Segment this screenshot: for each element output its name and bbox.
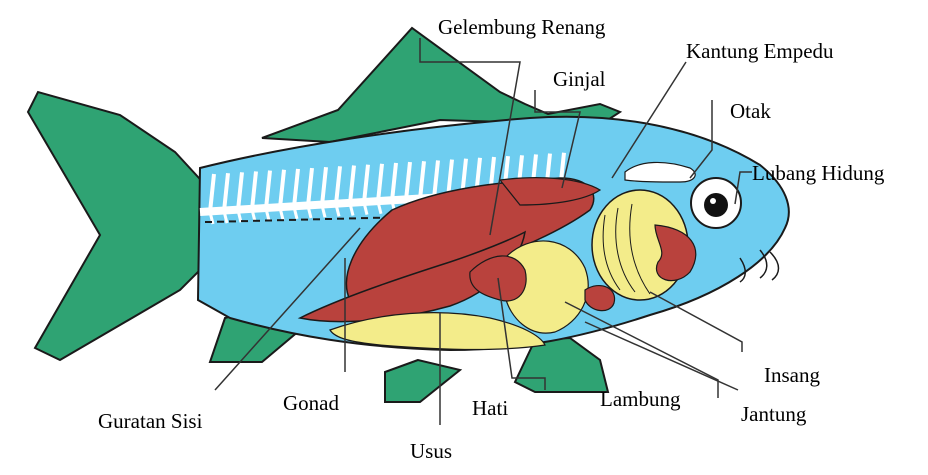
label-lubang-hidung: Lubang Hidung — [752, 161, 885, 185]
label-otak: Otak — [730, 99, 771, 123]
label-kantung-empedu: Kantung Empedu — [686, 39, 834, 63]
pelvic-fin — [385, 360, 460, 402]
label-ginjal: Ginjal — [553, 67, 606, 91]
label-jantung: Jantung — [741, 402, 807, 426]
label-gonad: Gonad — [283, 391, 339, 415]
label-usus: Usus — [410, 439, 452, 463]
label-gelembung-renang: Gelembung Renang — [438, 15, 606, 39]
eye-pupil — [704, 193, 728, 217]
label-lambung: Lambung — [600, 387, 681, 411]
leader-jantung — [585, 322, 738, 390]
caudal-fin — [28, 92, 210, 360]
label-hati: Hati — [472, 396, 508, 420]
label-guratan-sisi: Guratan Sisi — [98, 409, 203, 433]
eye-highlight — [710, 198, 716, 204]
label-insang: Insang — [764, 363, 820, 387]
